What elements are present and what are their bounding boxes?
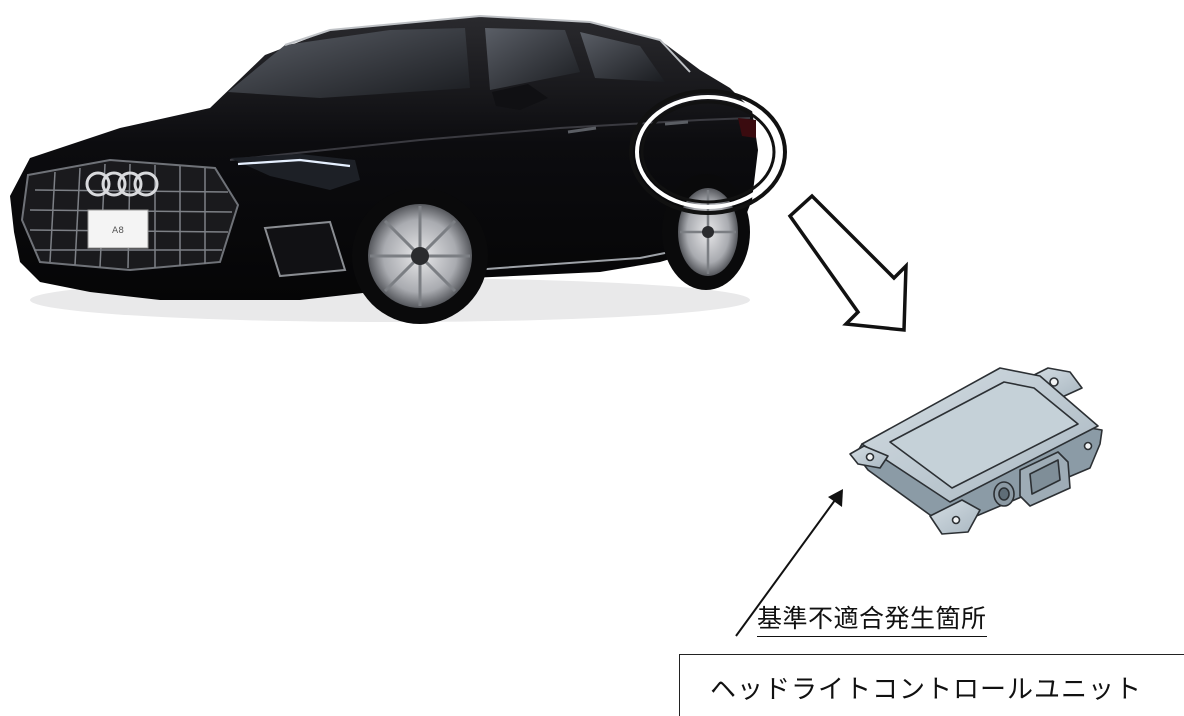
- direction-arrow: [787, 193, 908, 332]
- license-plate: [87, 209, 149, 249]
- part-name: ヘッドライトコントロールユニット: [710, 675, 1143, 705]
- control-unit-image: [849, 367, 1103, 535]
- nonconformity-location-label: 基準不適合発生箇所: [757, 604, 987, 637]
- part-name-box: ヘッドライトコントロールユニット: [679, 654, 1184, 716]
- pointer-arrow: [735, 495, 839, 637]
- license-plate-text: A8: [112, 226, 124, 236]
- highlight-circle: [629, 89, 787, 215]
